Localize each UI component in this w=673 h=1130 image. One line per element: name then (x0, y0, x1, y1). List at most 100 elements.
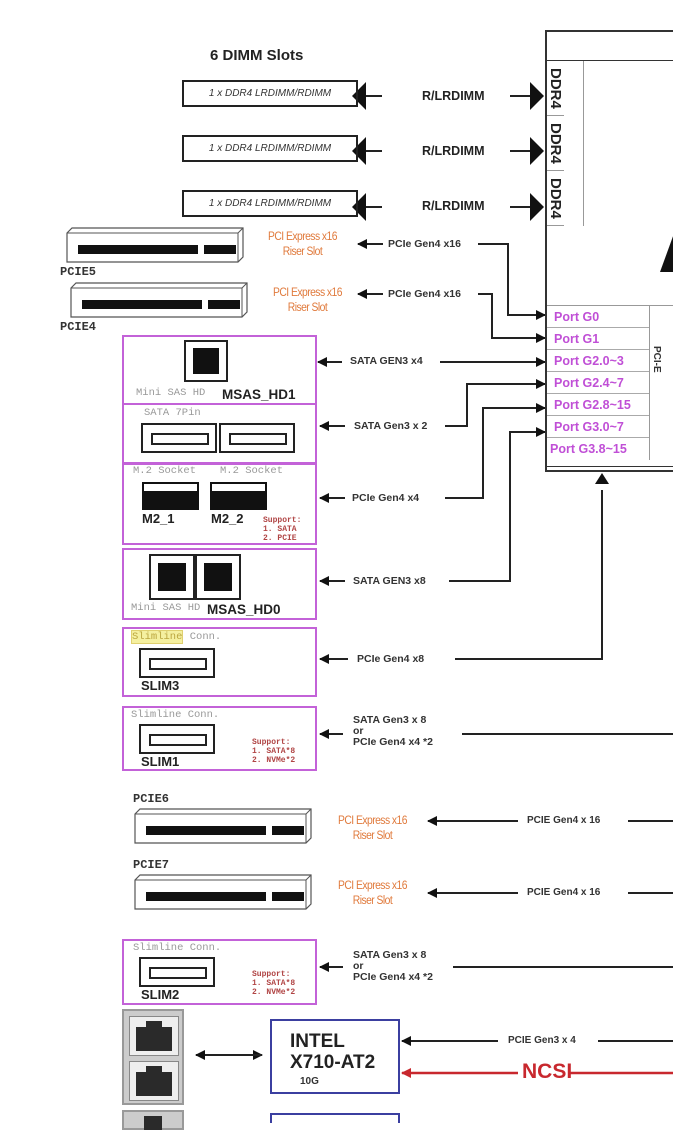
slimline-connector (139, 648, 215, 678)
dimm-link-label: R/LRDIMM (422, 144, 485, 158)
link-line: or (353, 960, 364, 972)
pcie-label: PCI-E (651, 346, 662, 373)
pcie-slot-graphic (70, 282, 248, 318)
sata-type: SATA 7Pin (144, 407, 201, 419)
ncsi-label: NCSI (522, 1060, 573, 1083)
pcie7-description: PCI Express x16 Riser Slot (323, 879, 422, 909)
pcie7-link-label: PCIE Gen4 x 16 (527, 887, 601, 898)
slim1-name: SLIM1 (141, 754, 180, 769)
msas-hd1-name: MSAS_HD1 (222, 387, 296, 402)
pcie5-description: PCI Express x16 Riser Slot (253, 230, 352, 260)
slim2-name: SLIM2 (141, 987, 180, 1002)
pcie6-link-label: PCIE Gen4 x 16 (527, 815, 601, 826)
dimm-slot: 1 x DDR4 LRDIMM/RDIMM (182, 135, 358, 162)
pcie-desc-line1: PCI Express x16 (338, 815, 408, 827)
pcie6-slot (134, 808, 312, 844)
cpu-port: Port G2.4~7 (547, 372, 649, 394)
port-list: Port G0 Port G1 Port G2.0~3 Port G2.4~7 … (547, 306, 650, 460)
cpu-logo-triangle (660, 228, 673, 272)
rj45-port-icon (129, 1061, 179, 1101)
nic-chip-box-partial (270, 1113, 400, 1123)
slim3-type-rest: Conn. (183, 631, 222, 643)
pcie4-label: PCIE4 (60, 320, 97, 334)
sata-box: SATA 7Pin (122, 403, 317, 465)
pcie-desc-line1: PCI Express x16 (273, 287, 343, 299)
pcie-desc-line2: Riser Slot (287, 302, 328, 314)
cpu-port: Port G0 (547, 306, 649, 328)
highlighted-text: Slimline (131, 630, 184, 644)
cpu-ddr4-channel: DDR4 (547, 61, 564, 116)
slim2-type: Slimline Conn. (133, 942, 222, 954)
pcie6-description: PCI Express x16 Riser Slot (323, 814, 422, 844)
pcie-desc-line1: PCI Express x16 (338, 880, 408, 892)
pcie-desc-line1: PCI Express x16 (268, 231, 338, 243)
pcie5-link-label: PCIe Gen4 x16 (388, 238, 461, 250)
m2-box: M.2 Socket M.2 Socket M2_1 M2_2 Support:… (122, 462, 317, 545)
mini-sas-connector (195, 554, 241, 600)
cpu-port: Port G1 (547, 328, 649, 350)
pcie-desc-line2: Riser Slot (352, 830, 393, 842)
nic-link-label: PCIE Gen3 x 4 (508, 1035, 576, 1046)
slimline-connector (139, 957, 215, 987)
rj45-port-icon (129, 1016, 179, 1056)
slim1-type: Slimline Conn. (131, 709, 220, 721)
pcie-slot-graphic (134, 874, 312, 910)
msas-hd1-link-label: SATA GEN3 x4 (350, 355, 423, 367)
dimm-slots-title: 6 DIMM Slots (210, 47, 304, 64)
cpu-port: Port G2.0~3 (547, 350, 649, 372)
cpu-header (547, 32, 673, 61)
nic-model: X710-AT2 (290, 1052, 376, 1073)
m2-socket-label: M.2 Socket (133, 465, 197, 477)
pcie7-slot (134, 874, 312, 910)
slim2-box: Slimline Conn. SLIM2 Support: 1. SATA*8 … (122, 939, 317, 1005)
link-line: PCIe Gen4 x4 *2 (353, 971, 433, 983)
cpu-port: Port G2.8~15 (547, 394, 649, 416)
m2-support-note: Support: 1. SATA 2. PCIE (263, 516, 302, 543)
rj45-port-stack (122, 1009, 184, 1105)
msas-hd1-box: Mini SAS HD MSAS_HD1 (122, 335, 317, 405)
msas-hd1-type: Mini SAS HD (136, 387, 206, 399)
sata-link-label: SATA Gen3 x 2 (354, 420, 428, 432)
m2-socket-label: M.2 Socket (220, 465, 284, 477)
msas-hd0-name: MSAS_HD0 (207, 602, 281, 617)
slim1-link-label: SATA Gen3 x 8 or PCIe Gen4 x4 *2 (353, 715, 433, 748)
dimm-slot: 1 x DDR4 LRDIMM/RDIMM (182, 190, 358, 217)
m2-1-label: M2_1 (142, 511, 175, 526)
link-line: PCIe Gen4 x4 *2 (353, 736, 433, 748)
mini-sas-connector (184, 340, 228, 382)
slim2-support-note: Support: 1. SATA*8 2. NVMe*2 (252, 970, 296, 997)
msas-hd0-box: Mini SAS HD MSAS_HD0 (122, 548, 317, 620)
sata-port (219, 423, 295, 453)
slim3-type: Slimline Conn. (131, 630, 222, 644)
pcie4-slot (70, 282, 248, 318)
cpu-port: Port G3.8~15 (550, 442, 627, 456)
m2-connector (210, 482, 267, 510)
msas-hd0-type: Mini SAS HD (131, 602, 201, 614)
nic-name: INTEL X710-AT2 (290, 1031, 375, 1073)
slim3-box: Slimline Conn. SLIM3 (122, 627, 317, 697)
pcie5-slot (66, 227, 244, 263)
dimm-slot: 1 x DDR4 LRDIMM/RDIMM (182, 80, 358, 107)
link-line: SATA Gen3 x 8 (353, 714, 427, 726)
pcie4-link-label: PCIe Gen4 x16 (388, 288, 461, 300)
dimm-link-label: R/LRDIMM (422, 199, 485, 213)
link-line: SATA Gen3 x 8 (353, 949, 427, 961)
pcie6-label: PCIE6 (133, 792, 170, 806)
slim1-support-note: Support: 1. SATA*8 2. NVMe*2 (252, 738, 296, 765)
pcie-slot-graphic (66, 227, 244, 263)
cpu-port: Port G3.0~7 (547, 416, 649, 438)
slimline-connector (139, 724, 215, 754)
pcie-desc-line2: Riser Slot (282, 246, 323, 258)
pcie4-description: PCI Express x16 Riser Slot (258, 286, 357, 316)
pcie-slot-graphic (134, 808, 312, 844)
m2-link-label: PCIe Gen4 x4 (352, 492, 420, 504)
nic-speed: 10G (300, 1076, 319, 1087)
nic-chip-box: INTEL X710-AT2 10G (270, 1019, 400, 1094)
pcie5-label: PCIE5 (60, 265, 97, 279)
pcie-desc-line2: Riser Slot (352, 895, 393, 907)
cpu-ddr4-column: DDR4 DDR4 DDR4 (547, 61, 584, 226)
m2-2-label: M2_2 (211, 511, 244, 526)
link-line: or (353, 725, 364, 737)
m2-connector (142, 482, 199, 510)
